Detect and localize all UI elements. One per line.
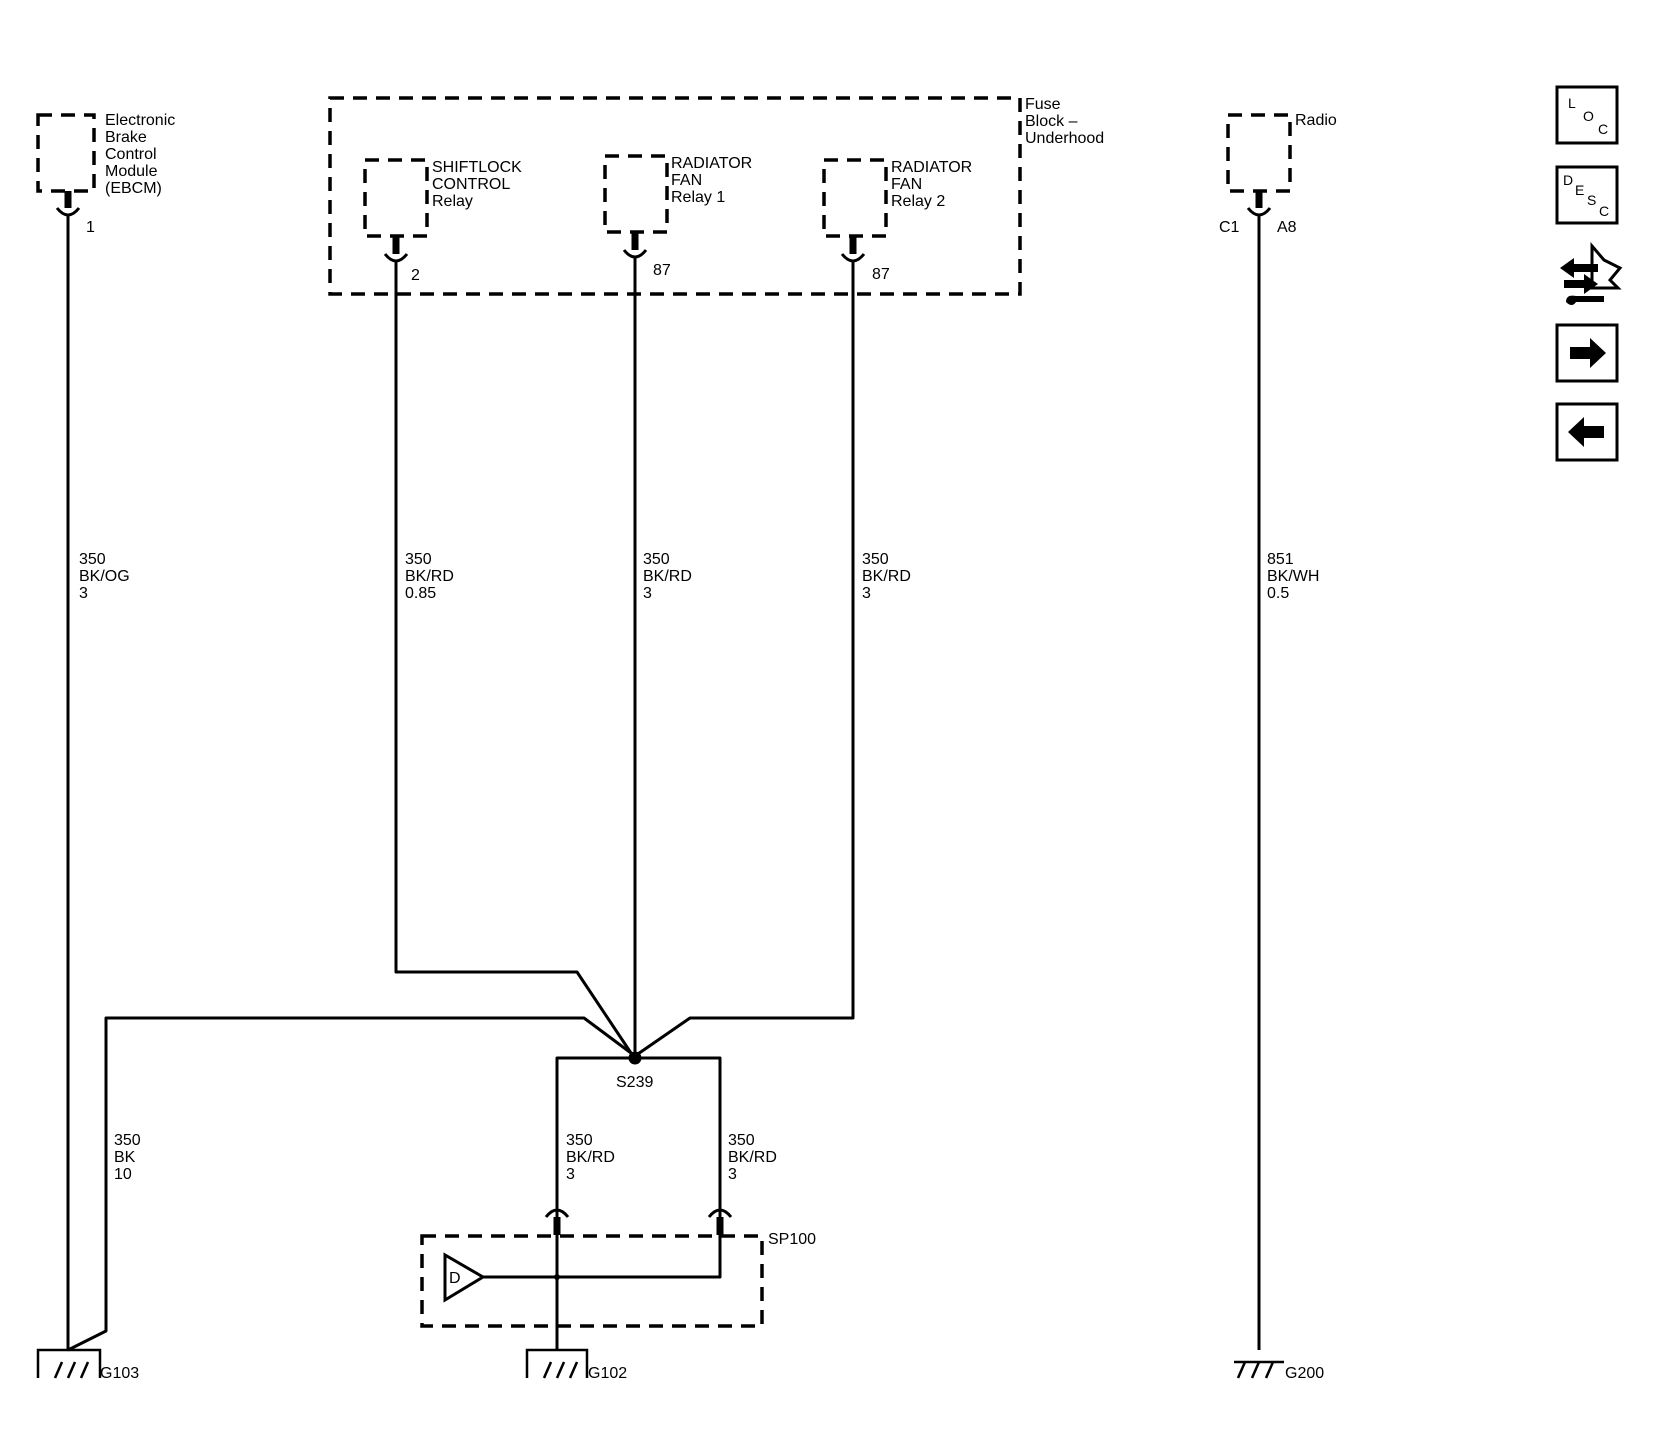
- wire-fan2-color: BK/RD: [862, 568, 911, 585]
- wire-sp-right-circuit: 350: [728, 1132, 755, 1149]
- fan-relay-1-label-line2: FAN: [671, 172, 702, 189]
- splice-pack-sp100: SP100 D: [420, 1208, 816, 1350]
- shiftlock-pin: 2: [411, 267, 420, 284]
- wire-fan1-size: 3: [643, 585, 652, 602]
- fan-relay-1-pin: 87: [653, 262, 671, 279]
- wire-shiftlock-to-s239: [394, 262, 635, 1057]
- fuse-block-label-line2: Block –: [1025, 113, 1078, 130]
- shiftlock-label-line1: SHIFTLOCK: [432, 159, 522, 176]
- wire-g103-size: 10: [114, 1166, 132, 1183]
- loc-letter-c: C: [1598, 121, 1608, 137]
- loc-letter-l: L: [1568, 95, 1576, 111]
- wire-s239-to-g103: [67, 1016, 636, 1352]
- diode-symbol-label: D: [449, 1270, 461, 1287]
- wire-fan2-size: 3: [862, 585, 871, 602]
- loc-letter-o: O: [1583, 108, 1594, 124]
- desc-button[interactable]: D E S C: [1555, 165, 1619, 225]
- ground-g103-label: G103: [100, 1365, 139, 1382]
- wire-sp-right-size: 3: [728, 1166, 737, 1183]
- wire-label-sp-right: 350 BK/RD 3: [728, 1132, 777, 1183]
- desc-letter-e: E: [1575, 182, 1584, 198]
- wire-fan1-circuit: 350: [643, 551, 670, 568]
- wire-label-shiftlock: 350 BK/RD 0.85: [405, 551, 454, 602]
- wire-sp-left-size: 3: [566, 1166, 575, 1183]
- shiftlock-control-relay: SHIFTLOCK CONTROL Relay 2: [363, 158, 522, 284]
- fan-relay-2-pin: 87: [872, 266, 890, 283]
- ebcm-module: Electronic Brake Control Module (EBCM) 1: [36, 112, 175, 236]
- ground-g200-label: G200: [1285, 1365, 1324, 1382]
- sp100-label: SP100: [768, 1231, 816, 1248]
- back-arrow-icon: [1568, 417, 1604, 447]
- ebcm-pin: 1: [86, 219, 95, 236]
- wire-label-ebcm: 350 BK/OG 3: [79, 551, 130, 602]
- loc-button[interactable]: L O C: [1555, 85, 1619, 145]
- wire-shiftlock-color: BK/RD: [405, 568, 454, 585]
- fuse-block-label-line1: Fuse: [1025, 96, 1061, 113]
- radio-label: Radio: [1295, 112, 1337, 129]
- desc-letter-d: D: [1563, 172, 1573, 188]
- radiator-fan-relay-2: RADIATOR FAN Relay 2 87: [822, 158, 972, 283]
- connector-link-icon[interactable]: [1560, 241, 1623, 305]
- shiftlock-label-line3: Relay: [432, 193, 473, 210]
- fan-relay-1-label-line3: Relay 1: [671, 189, 725, 206]
- diode-icon: [443, 1252, 486, 1303]
- fuse-block-underhood: Fuse Block – Underhood: [328, 96, 1104, 296]
- wire-fan2-to-s239: [634, 262, 855, 1058]
- fan-relay-1-label-line1: RADIATOR: [671, 155, 752, 172]
- ground-g200: G200: [1234, 1360, 1324, 1382]
- fan-relay-2-label-line1: RADIATOR: [891, 159, 972, 176]
- forward-arrow-icon: [1570, 338, 1606, 368]
- wire-fan1-color: BK/RD: [643, 568, 692, 585]
- ground-g103: G103: [36, 1348, 139, 1382]
- ebcm-label-line3: Control: [105, 146, 157, 163]
- wire-radio-circuit: 851: [1267, 551, 1294, 568]
- splice-s239: S239: [616, 1051, 653, 1091]
- fuse-block-label-line3: Underhood: [1025, 130, 1104, 147]
- back-arrow-button[interactable]: [1555, 402, 1619, 462]
- wire-label-g103-bk: 350 BK 10: [114, 1132, 141, 1183]
- desc-letter-c: C: [1599, 203, 1609, 219]
- wire-ebcm-color: BK/OG: [79, 568, 130, 585]
- ebcm-label-line1: Electronic: [105, 112, 175, 129]
- radio-module: Radio C1 A8: [1219, 112, 1337, 236]
- wire-sp-right-color: BK/RD: [728, 1149, 777, 1166]
- ground-g102: G102: [525, 1348, 627, 1382]
- desc-letter-s: S: [1587, 192, 1596, 208]
- fan-relay-2-label-line3: Relay 2: [891, 193, 945, 210]
- wire-ebcm-circuit: 350: [79, 551, 106, 568]
- fan-relay-2-label-line2: FAN: [891, 176, 922, 193]
- wire-label-fan2: 350 BK/RD 3: [862, 551, 911, 602]
- radio-pin: A8: [1277, 219, 1297, 236]
- ebcm-label-line5: (EBCM): [105, 180, 162, 197]
- wire-label-radio: 851 BK/WH 0.5: [1267, 551, 1319, 602]
- wire-shiftlock-circuit: 350: [405, 551, 432, 568]
- wire-shiftlock-size: 0.85: [405, 585, 436, 602]
- wire-g103-color: BK: [114, 1149, 136, 1166]
- wire-sp-left-circuit: 350: [566, 1132, 593, 1149]
- shiftlock-label-line2: CONTROL: [432, 176, 510, 193]
- forward-arrow-button[interactable]: [1555, 323, 1619, 383]
- wire-label-fan1: 350 BK/RD 3: [643, 551, 692, 602]
- wire-radio-color: BK/WH: [1267, 568, 1319, 585]
- radiator-fan-relay-1: RADIATOR FAN Relay 1 87: [603, 154, 752, 279]
- ebcm-label-line2: Brake: [105, 129, 147, 146]
- wire-ebcm-size: 3: [79, 585, 88, 602]
- splice-label: S239: [616, 1074, 653, 1091]
- wire-g103-circuit: 350: [114, 1132, 141, 1149]
- ground-g102-label: G102: [588, 1365, 627, 1382]
- ebcm-label-line4: Module: [105, 163, 158, 180]
- wire-radio-size: 0.5: [1267, 585, 1289, 602]
- wire-sp-left-color: BK/RD: [566, 1149, 615, 1166]
- wire-fan2-circuit: 350: [862, 551, 889, 568]
- radio-connector: C1: [1219, 219, 1240, 236]
- wire-label-sp-left: 350 BK/RD 3: [566, 1132, 615, 1183]
